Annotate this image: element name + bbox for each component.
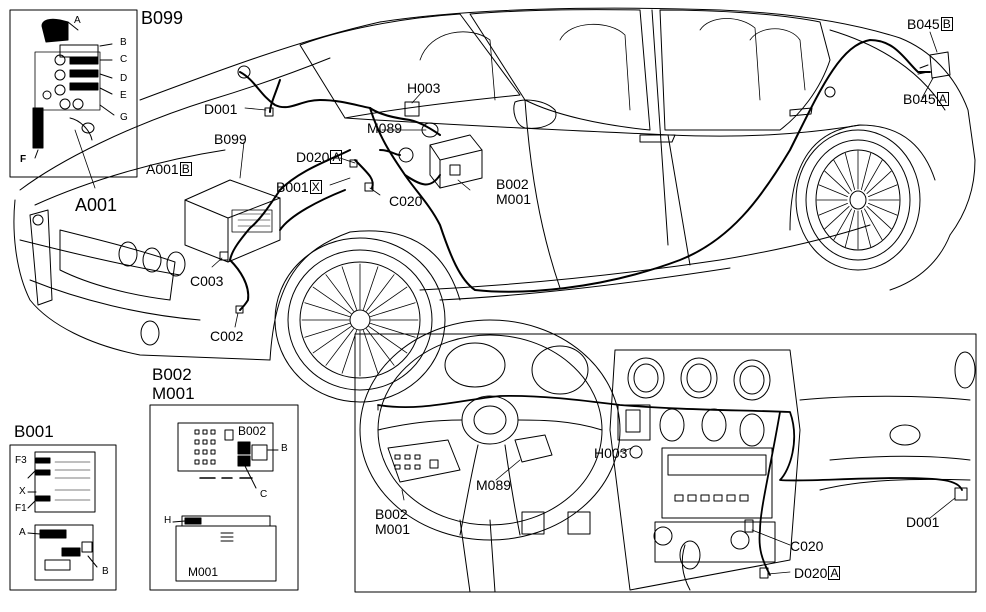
callout-b001-title: B001 [14, 422, 54, 441]
small-connectors [219, 65, 836, 314]
callout-b-inner: B [281, 443, 288, 454]
callout-c020-lower: C020 [790, 538, 824, 554]
seats [419, 18, 806, 111]
wiring-harness [229, 39, 931, 311]
dashboard-inset [354, 319, 977, 593]
callout-letter-d: D [120, 73, 128, 84]
leader-lines [74, 31, 938, 328]
callout-b099: B099 [214, 131, 247, 147]
inset-b002-m001 [149, 404, 299, 591]
callout-b-small: B [102, 566, 109, 577]
callout-x: X [19, 486, 26, 497]
callout-b099-title: B099 [141, 8, 184, 28]
callout-h003-lower: H003 [594, 445, 628, 461]
front-wheel [269, 230, 461, 403]
inset-b099 [9, 9, 138, 178]
callout-letter-a: A [74, 15, 81, 26]
callout-c002: C002 [210, 328, 244, 344]
callout-m001-lower: M001 [375, 521, 411, 537]
rear-wheel [789, 124, 936, 271]
callout-f1: F1 [15, 503, 27, 514]
callout-b002-mid: B002 [152, 365, 192, 384]
callout-m089-top: M089 [367, 120, 403, 136]
component-h003 [404, 101, 420, 117]
callout-c003: C003 [190, 273, 224, 289]
callout-b002-inner: B002 [238, 424, 267, 438]
callout-d001-lower: D001 [906, 514, 940, 530]
callout-d001-top: D001 [204, 101, 238, 117]
steering-wheel [359, 319, 621, 541]
callout-a001-main: A001 [75, 195, 118, 215]
callout-c020-top: C020 [389, 193, 423, 209]
component-b045 [917, 51, 951, 79]
callout-letter-b: B [120, 37, 127, 48]
battery-a001 [184, 179, 281, 263]
callout-m001-mid: M001 [152, 384, 195, 403]
inset-b001 [9, 444, 117, 591]
callout-letter-c: C [120, 54, 128, 65]
callout-b002-top: B002 [496, 176, 529, 192]
callout-h003-top: H003 [407, 80, 441, 96]
steering-hub [461, 395, 519, 445]
callout-h-inner: H [164, 515, 172, 526]
callout-m001-inner: M001 [188, 565, 219, 579]
control-unit-b002 [429, 134, 483, 189]
callout-b002-lower: B002 [375, 506, 408, 522]
callout-a-small: A [19, 527, 26, 538]
callout-m089-lower: M089 [476, 477, 512, 493]
callout-m001-top: M001 [496, 191, 532, 207]
callout-letter-e: E [120, 90, 127, 101]
callout-letter-g: G [120, 112, 128, 123]
callout-letter-f: F [20, 154, 27, 165]
callout-f3: F3 [15, 455, 27, 466]
component-d020 [398, 147, 414, 163]
callout-c-inner: C [260, 489, 268, 500]
car-body-outline [13, 7, 976, 361]
